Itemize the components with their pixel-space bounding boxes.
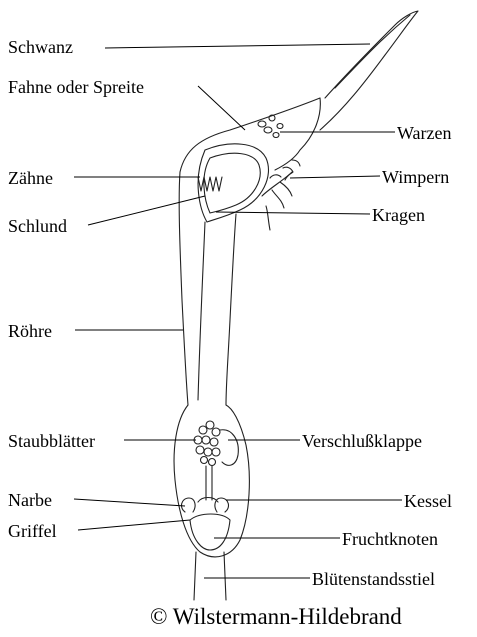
label-roehre: Röhre [8, 322, 52, 340]
copyright-notice: © Wilstermann-Hildebrand [150, 605, 402, 628]
label-schwanz: Schwanz [8, 38, 73, 56]
tail-outline [320, 11, 418, 130]
leader-schwanz [105, 44, 370, 48]
valve [220, 430, 238, 466]
tube-right [226, 214, 236, 405]
tail-inner [335, 15, 410, 88]
stigma [182, 498, 229, 513]
leader-wimpern [290, 176, 380, 178]
label-wimpern: Wimpern [382, 168, 449, 186]
ovary [190, 514, 230, 550]
warts [258, 115, 283, 138]
stalk [194, 552, 226, 600]
label-staubblaetter: Staubblätter [8, 432, 95, 450]
label-schlund: Schlund [8, 217, 67, 235]
mouth-inner [204, 153, 260, 213]
label-narbe: Narbe [8, 491, 52, 509]
teeth [198, 177, 222, 191]
leader-kragen [216, 212, 370, 214]
label-warzen: Warzen [397, 124, 452, 142]
label-verschlussklappe: Verschlußklappe [302, 432, 422, 450]
column [206, 466, 212, 500]
stamens [194, 421, 220, 466]
label-zaehne: Zähne [8, 169, 53, 187]
label-griffel: Griffel [8, 522, 57, 540]
label-fruchtknoten: Fruchtknoten [342, 530, 438, 548]
label-kragen: Kragen [372, 206, 425, 224]
leader-narbe [74, 499, 185, 506]
label-bluetenstandsstiel: Blütenstandsstiel [312, 570, 435, 588]
leader-schlund [88, 196, 205, 225]
tube-inner [198, 222, 205, 400]
label-fahne-oder-spreite: Fahne oder Spreite [8, 78, 144, 96]
leader-fahne [198, 86, 245, 130]
label-kessel: Kessel [404, 492, 452, 510]
leader-griffel [78, 520, 190, 530]
tube-left [179, 172, 188, 405]
